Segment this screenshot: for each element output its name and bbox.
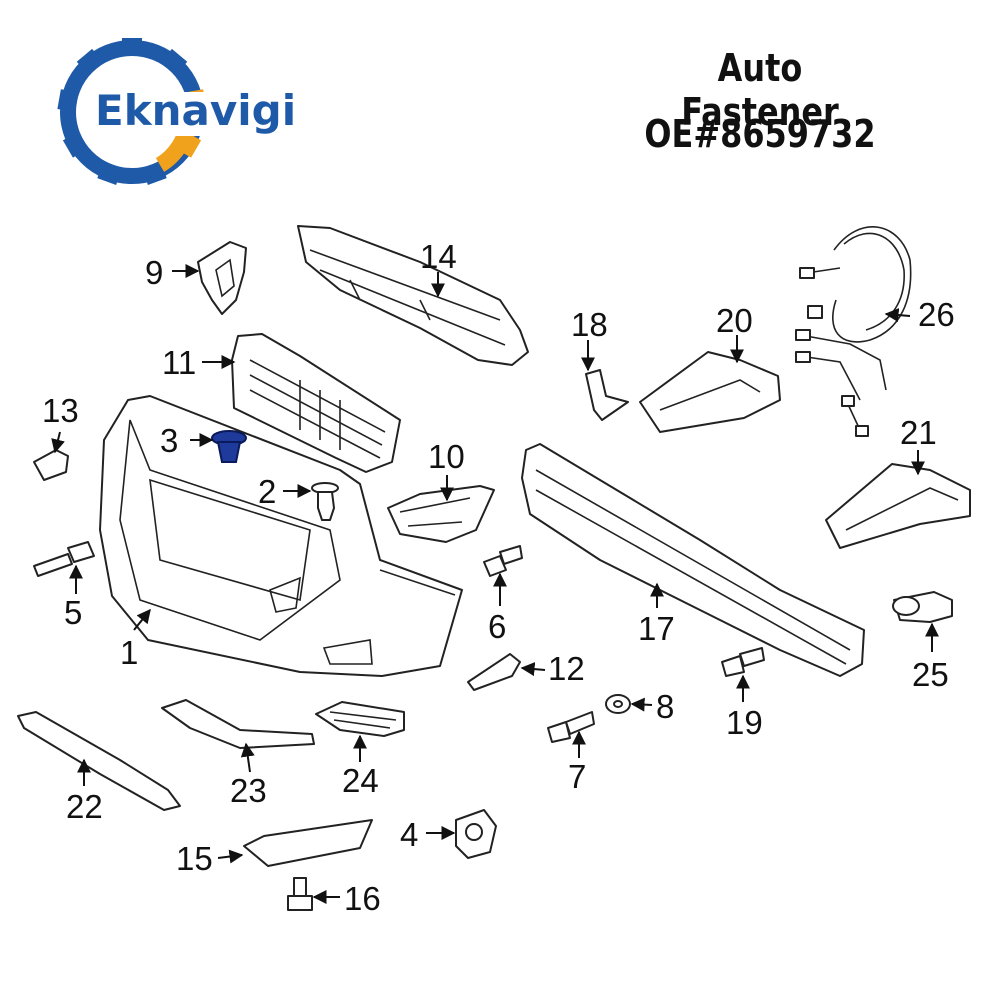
part-6 — [483, 545, 523, 577]
part-3-highlighted-clip — [211, 430, 247, 463]
callout-2: 2 — [258, 473, 276, 510]
callout-3: 3 — [160, 422, 178, 459]
part-18 — [585, 369, 629, 421]
callout-15: 15 — [176, 840, 213, 877]
part-16 — [287, 877, 313, 911]
callout-18: 18 — [571, 306, 608, 343]
part-26 — [795, 226, 912, 437]
callout-19: 19 — [726, 704, 763, 741]
callout-14: 14 — [420, 238, 457, 275]
callout-23: 23 — [230, 772, 267, 809]
gear-icon — [57, 38, 240, 185]
part-8 — [605, 694, 631, 714]
callout-7: 7 — [568, 758, 586, 795]
callout-16: 16 — [344, 880, 381, 917]
part-10 — [387, 485, 495, 543]
callout-17: 17 — [638, 610, 675, 647]
part-12 — [467, 653, 521, 691]
callout-10: 10 — [428, 438, 465, 475]
part-20 — [639, 351, 781, 433]
callout-labels: 9 14 11 13 3 2 10 18 20 26 21 5 6 1 17 2… — [42, 238, 955, 917]
part-13 — [33, 449, 69, 481]
part-17 — [521, 443, 865, 677]
part-14 — [297, 225, 529, 366]
callout-6: 6 — [488, 608, 506, 645]
part-5 — [33, 541, 95, 577]
callout-21: 21 — [900, 414, 937, 451]
callout-4: 4 — [400, 816, 418, 853]
leader-arrows — [51, 264, 939, 904]
callout-20: 20 — [716, 302, 753, 339]
brand-logo-text: Eknavigi — [95, 86, 297, 135]
product-title: Auto Fastener — [681, 46, 839, 134]
callout-12: 12 — [548, 650, 585, 687]
part-15 — [243, 819, 373, 867]
callout-11: 11 — [162, 344, 196, 381]
part-23 — [161, 699, 315, 749]
callout-22: 22 — [66, 788, 103, 825]
part-21 — [825, 463, 971, 549]
part-24 — [315, 701, 405, 737]
part-19 — [721, 647, 765, 677]
part-7 — [547, 711, 595, 743]
part-4 — [455, 809, 497, 859]
callout-26: 26 — [918, 296, 955, 333]
callout-1: 1 — [120, 634, 138, 671]
callout-8: 8 — [656, 688, 674, 725]
part-25 — [892, 591, 953, 623]
callout-24: 24 — [342, 762, 379, 799]
callout-13: 13 — [42, 392, 79, 429]
oe-number: OE#8659732 — [644, 112, 876, 156]
part-9 — [197, 241, 247, 315]
part-1 — [99, 395, 463, 677]
callout-25: 25 — [912, 656, 949, 693]
callout-5: 5 — [64, 594, 82, 631]
part-11 — [231, 333, 401, 473]
callout-9: 9 — [145, 254, 163, 291]
part-22 — [17, 711, 181, 811]
part-2 — [311, 482, 339, 521]
